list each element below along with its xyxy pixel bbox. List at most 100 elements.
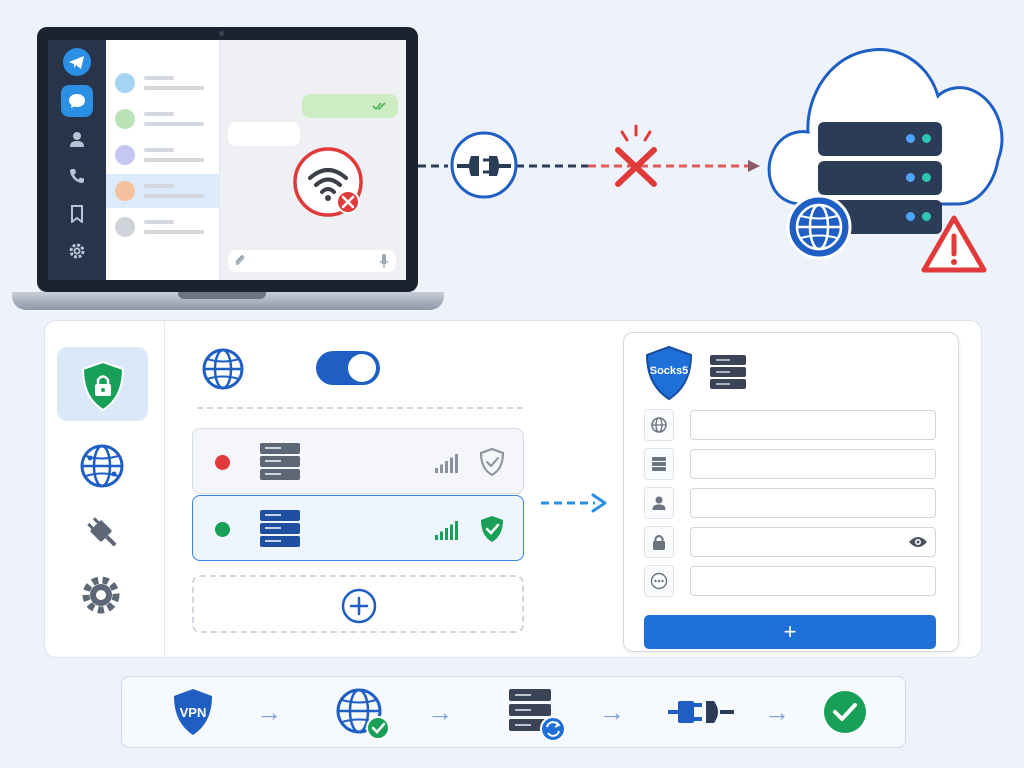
chat-preview-placeholder [144,230,204,234]
bookmark-icon[interactable] [61,198,93,230]
shield-check-icon [481,516,503,542]
chat-list-item[interactable] [106,102,220,136]
phone-icon[interactable] [61,160,93,192]
chat-preview-placeholder [144,86,204,90]
no-wifi-icon [293,147,363,217]
more-field[interactable] [690,566,936,596]
signal-icon [435,454,458,473]
globe-icon [644,409,674,441]
password-field[interactable] [690,527,936,557]
chat-name-placeholder [144,220,174,224]
led [922,173,931,182]
chat-preview-placeholder [144,158,204,162]
flow-arrow: → [256,697,282,727]
proxy-settings-panel: Socks5 + [44,320,982,659]
check-circle-icon [824,691,866,733]
server-icon [260,510,300,547]
more-icon [644,565,674,597]
chat-preview-placeholder [144,194,204,198]
host-field[interactable] [690,410,936,440]
globe-icon[interactable] [79,443,125,489]
form-row [644,448,936,480]
incoming-message [228,122,300,146]
chat-name-placeholder [144,112,174,116]
connection-line [418,160,760,172]
paperclip-icon[interactable] [233,253,247,269]
username-field[interactable] [690,488,936,518]
led [922,134,931,143]
dashed-arrow [541,493,607,513]
add-server-card[interactable] [192,575,524,633]
chat-list-item[interactable] [106,174,220,208]
status-dot [215,455,230,470]
server-unit [818,122,942,156]
form-row [644,565,936,597]
shield-lock-icon [81,360,125,412]
message-input[interactable] [228,250,396,272]
flow-arrow: → [764,697,790,727]
nav-item-security[interactable] [57,347,148,421]
vpn-shield-icon [174,689,212,735]
socks5-form: Socks5 + [623,332,959,652]
plug-icon [668,701,734,723]
chat-name-placeholder [144,76,174,80]
avatar [115,181,135,201]
webcam [219,31,224,36]
double-check-icon [372,102,386,111]
x-icon [615,124,657,187]
chat-list-item[interactable] [106,138,220,172]
chat-area [220,40,406,280]
chat-preview-placeholder [144,122,204,126]
server-card[interactable] [192,495,524,561]
warning-icon [921,215,987,273]
globe-icon [786,194,852,260]
signal-icon [435,521,458,540]
led [906,212,915,221]
telegram-window [48,40,406,280]
proxy-toggle[interactable] [316,351,380,385]
divider [197,407,523,409]
microphone-icon[interactable] [378,253,390,269]
toggle-knob [348,354,376,382]
lock-icon [644,526,674,558]
chat-list-item[interactable] [106,210,220,244]
server-icon [260,443,300,480]
plug-icon[interactable] [79,509,123,553]
led [906,134,915,143]
plug-icon [450,131,518,199]
eye-icon[interactable] [908,535,928,549]
user-icon [644,487,674,519]
chat-icon[interactable] [61,85,93,117]
chat-name-placeholder [144,184,174,188]
globe-icon [202,348,244,390]
telegram-logo-icon[interactable] [61,46,93,78]
telegram-sidebar [48,40,106,280]
plus-circle-icon [341,588,377,624]
connection-flow: VPN → → → → [121,676,906,748]
laptop-notch [178,292,266,299]
shield-check-icon [479,447,505,477]
avatar [115,73,135,93]
server-list [192,428,526,568]
form-row [644,487,936,519]
socks5-badge: Socks5 [644,345,694,401]
server-card[interactable] [192,428,524,494]
gear-icon[interactable] [79,573,123,617]
add-proxy-button[interactable]: + [644,615,936,649]
laptop-base [12,292,444,310]
proxy-nav [45,321,165,659]
globe-check-icon [336,688,390,740]
led [906,173,915,182]
vpn-label: VPN [179,705,207,720]
chat-name-placeholder [144,148,174,152]
contacts-icon[interactable] [61,123,93,155]
gear-icon[interactable] [61,235,93,267]
form-row [644,526,936,558]
chat-list-item[interactable] [106,66,220,100]
flow-arrow: → [427,697,453,727]
flow-arrow: → [599,697,625,727]
avatar [115,217,135,237]
avatar [115,145,135,165]
server-field[interactable] [690,449,936,479]
led [922,212,931,221]
